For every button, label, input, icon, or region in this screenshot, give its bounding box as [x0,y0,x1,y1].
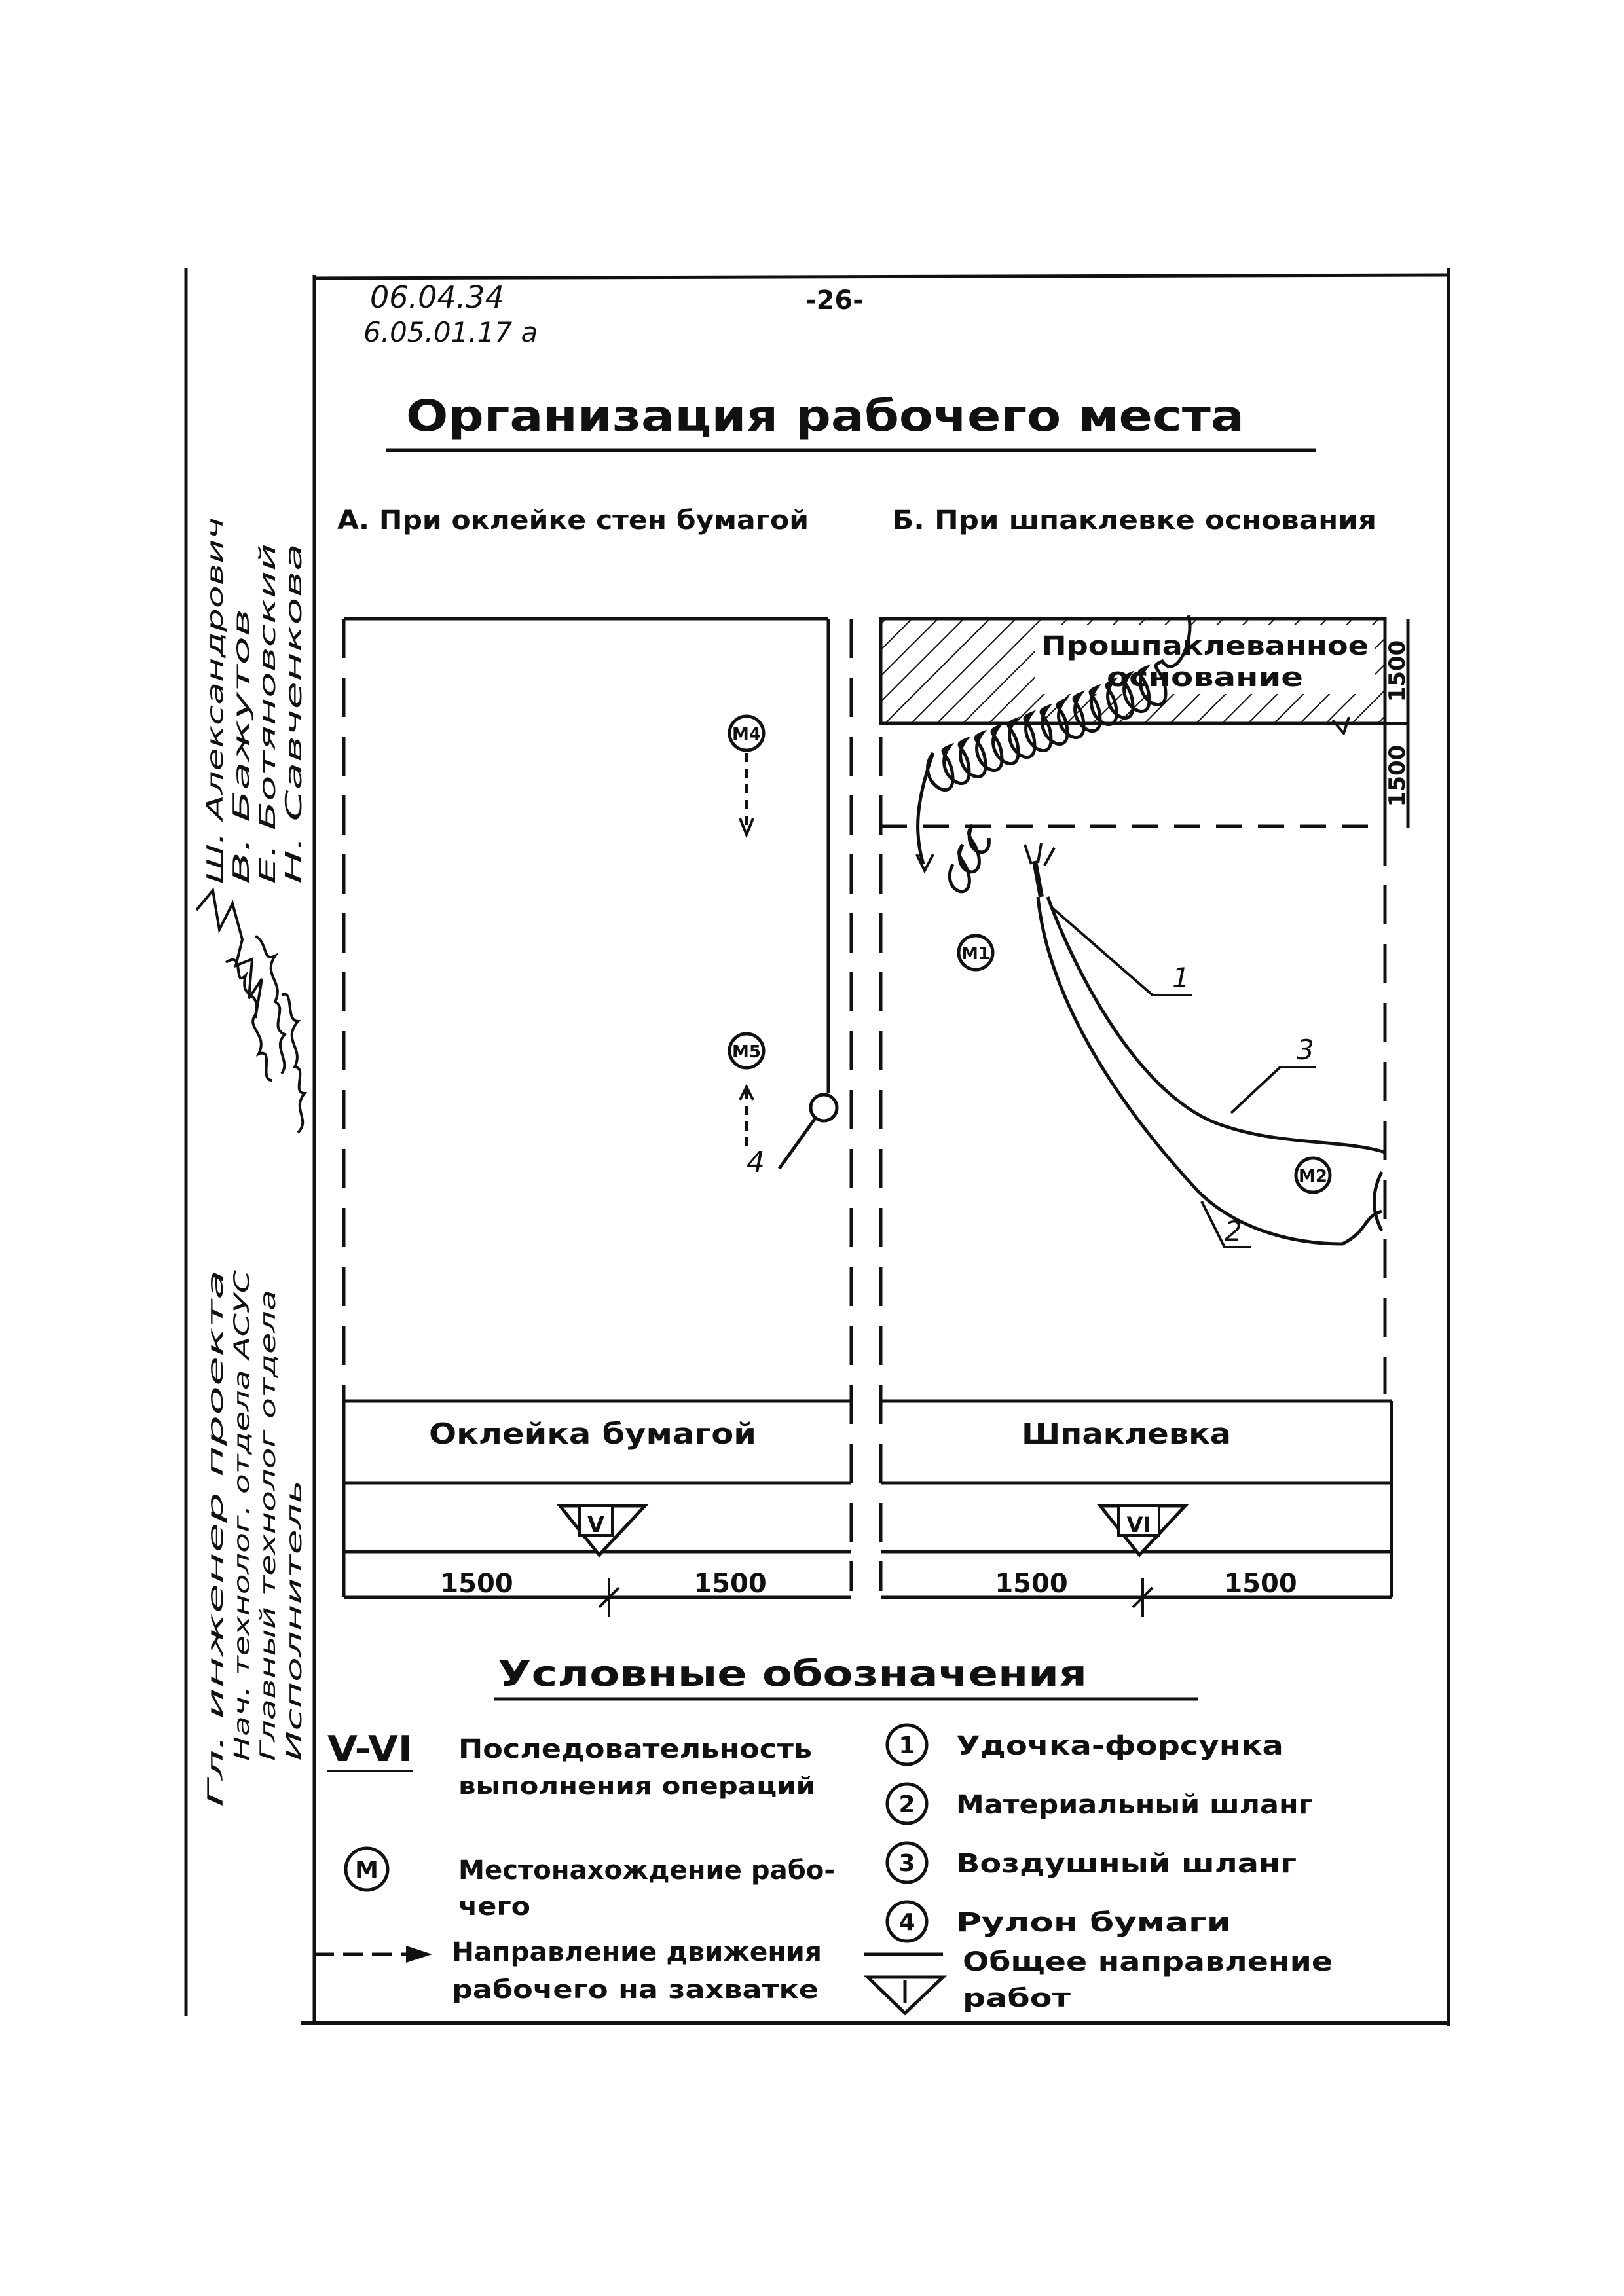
approver-role-4: Исполнитель [282,1480,306,1761]
legend-direction-text-1: Направление движения [452,1937,822,1967]
side-dimension-1: 1500 [1384,640,1411,702]
worker-m5-marker [728,1032,766,1070]
worker-m2-marker [1294,1156,1332,1194]
worker-m4-label: М4 [732,725,761,744]
legend-item-4-icon [885,1900,929,1943]
panel-b-dim-right: 1500 [1224,1569,1297,1599]
worker-m1-marker [957,934,995,972]
page-title: Организация рабочего места [406,391,1244,441]
legend-item-2-text: Материальный шланг [956,1790,1313,1820]
legend-sequence-text-2: выполнения операций [458,1773,815,1800]
panel-b-dim-left: 1500 [995,1569,1067,1599]
legend-general-text-1: Общее направление [963,1947,1333,1977]
finished-zone-label-2: основание [1107,663,1303,693]
legend-item-1-icon [885,1723,929,1766]
legend-item-3-number: 3 [898,1850,915,1877]
page-number: -26- [805,285,864,316]
panel-b-operation-number: VI [1127,1512,1151,1537]
panel-a-dim-left: 1500 [440,1569,513,1599]
legend-sequence-text-1: Последовательность [458,1734,812,1764]
legend-item-3-text: Воздушный шланг [956,1849,1297,1879]
worker-m1-label: М1 [961,944,990,964]
callout-4: 4 [747,1146,765,1179]
worker-m4-marker [728,714,766,752]
legend-item-1-text: Удочка-форсунка [956,1731,1283,1761]
legend-item-2-icon [885,1782,929,1825]
document-code-2: 6.05.01.17 a [363,316,538,348]
finished-zone-label-1: Прошпаклеванное [1041,631,1369,661]
panel-a-caption: А. При оклейке стен бумагой [337,505,809,536]
sheet-frame [184,268,1450,2026]
approval-block: Ш. Александрович В. Бажутов Е. Ботяновск… [195,517,308,1807]
panel-b [879,615,1410,1617]
legend-worker-text-2: чего [458,1892,530,1921]
legend-title: Условные обозначения [498,1653,1087,1694]
approver-role-1: Гл. инженер проекта [203,1270,228,1807]
side-dimension-2: 1500 [1384,745,1411,807]
approver-name-2: В. Бажутов [229,609,255,884]
approver-role-2: Нач. технолог. отдела АСУС [229,1269,254,1761]
legend-item-4-text: Рулон бумаги [956,1908,1231,1938]
signatures [195,887,308,1134]
approver-name-4: Н. Савченкова [281,543,307,884]
panel-a-strip-label: Оклейка бумагой [429,1417,756,1451]
legend-item-1-number: 1 [898,1732,915,1759]
callout-1: 1 [1172,962,1190,994]
legend-general-direction-icon [863,1952,948,2016]
approver-role-3: Главный технолог отдела [255,1290,280,1761]
legend-item-4-number: 4 [898,1909,915,1936]
legend-general-text-2: работ [963,1984,1071,2013]
panel-b-caption: Б. При шпаклевке основания [892,505,1376,536]
spray-path-coil [926,615,1192,792]
approver-name-3: Е. Ботяновский [255,543,281,884]
air-hose [1046,896,1386,1154]
legend-worker-symbol: М [355,1857,378,1884]
legend-sequence-symbol: V-VI [327,1728,413,1770]
paper-roll-icon [809,1093,839,1123]
legend-item-3-icon [885,1841,929,1884]
panel-a [342,617,853,1617]
legend-direction-text-2: рабочего на захватке [452,1975,819,2004]
worker-m2-label: М2 [1299,1167,1327,1186]
worker-m5-label: М5 [732,1042,761,1062]
callout-2: 2 [1225,1215,1242,1247]
panel-b-strip-label: Шпаклевка [1022,1417,1231,1451]
approver-name-1: Ш. Александрович [202,517,229,884]
legend-worker-text-1: Местонахождение рабо- [458,1855,835,1886]
panel-a-operation-number: V [587,1512,605,1538]
material-hose [1036,896,1382,1246]
panel-a-dim-right: 1500 [693,1569,766,1599]
legend-worker-icon [344,1846,390,1892]
callout-3: 3 [1297,1034,1314,1066]
legend-item-2-number: 2 [898,1791,915,1818]
document-code-1: 06.04.34 [370,280,504,315]
